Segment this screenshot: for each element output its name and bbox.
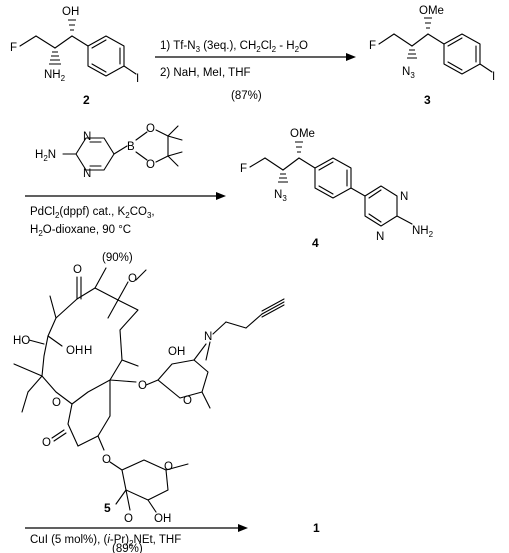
compound-3-structure: F N3 OMe I 3 xyxy=(369,5,495,107)
step1-condition-1: 1) Tf-N3 (3eq.), CH2Cl2 - H2O xyxy=(160,40,308,54)
compound-label-4: 4 xyxy=(312,236,319,250)
reaction-arrow-2 xyxy=(25,192,226,200)
atom-o: O xyxy=(102,454,111,466)
atom-b: B xyxy=(127,141,135,153)
atom-nh2: NH2 xyxy=(44,69,66,83)
boronate-reagent-structure: H2N N N B O O xyxy=(35,123,183,180)
atom-o: O xyxy=(183,395,192,407)
reaction-arrow-1 xyxy=(155,53,356,61)
reaction-arrow-3 xyxy=(25,524,248,532)
atom-n: N xyxy=(83,168,91,180)
compound-4-structure: F N3 OMe N N NH2 4 xyxy=(240,128,434,250)
atom-o: O xyxy=(52,397,61,409)
atom-h: H xyxy=(84,345,92,357)
step2-yield: (90%) xyxy=(102,252,133,264)
atom-ome: OMe xyxy=(290,128,315,140)
atom-oh: OH xyxy=(154,513,171,525)
atom-n: N xyxy=(376,231,384,243)
step2-condition-2: H2O-dioxane, 90 °C xyxy=(30,224,131,238)
atom-ome: OMe xyxy=(419,5,444,17)
atom-ho: HO xyxy=(13,335,30,347)
atom-f: F xyxy=(240,163,247,175)
atom-o: O xyxy=(164,461,173,473)
atom-n: N xyxy=(83,131,91,143)
compound-label-3: 3 xyxy=(424,93,431,107)
atom-n: N xyxy=(400,191,408,203)
atom-o: O xyxy=(73,264,82,276)
step3-condition: CuI (5 mol%), (i-Pr)2NEt, THF xyxy=(30,534,181,548)
compound-label-1: 1 xyxy=(313,521,320,535)
atom-n: N xyxy=(204,331,212,343)
step1-condition-2: 2) NaH, MeI, THF xyxy=(160,67,251,79)
step2-condition-1: PdCl2(dppf) cat., K2CO3, xyxy=(30,206,155,220)
atom-i: I xyxy=(136,73,139,85)
step3-yield: (89%) xyxy=(112,543,143,553)
atom-n3: N3 xyxy=(402,66,415,80)
compound-label-5: 5 xyxy=(104,501,111,515)
atom-oh: OH xyxy=(62,6,79,18)
compound-label-2: 2 xyxy=(83,93,90,107)
atom-o: O xyxy=(138,380,147,392)
atom-o: O xyxy=(42,437,51,449)
atom-oh: OH xyxy=(66,345,83,357)
atom-o: O xyxy=(146,159,155,171)
compound-2-structure: F NH2 OH I 2 xyxy=(10,6,139,107)
atom-f: F xyxy=(10,42,17,54)
atom-h2n: H2N xyxy=(35,149,56,163)
atom-o: O xyxy=(128,273,137,285)
compound-5-structure: O O HO OH H O O O O OH xyxy=(13,264,285,525)
atom-i: I xyxy=(492,71,495,83)
atom-oh: OH xyxy=(168,346,185,358)
atom-nh2: NH2 xyxy=(412,225,434,239)
step1-yield: (87%) xyxy=(231,90,262,102)
atom-f: F xyxy=(369,40,376,52)
atom-o: O xyxy=(146,123,155,135)
atom-o: O xyxy=(124,513,133,525)
atom-n3: N3 xyxy=(274,189,287,203)
